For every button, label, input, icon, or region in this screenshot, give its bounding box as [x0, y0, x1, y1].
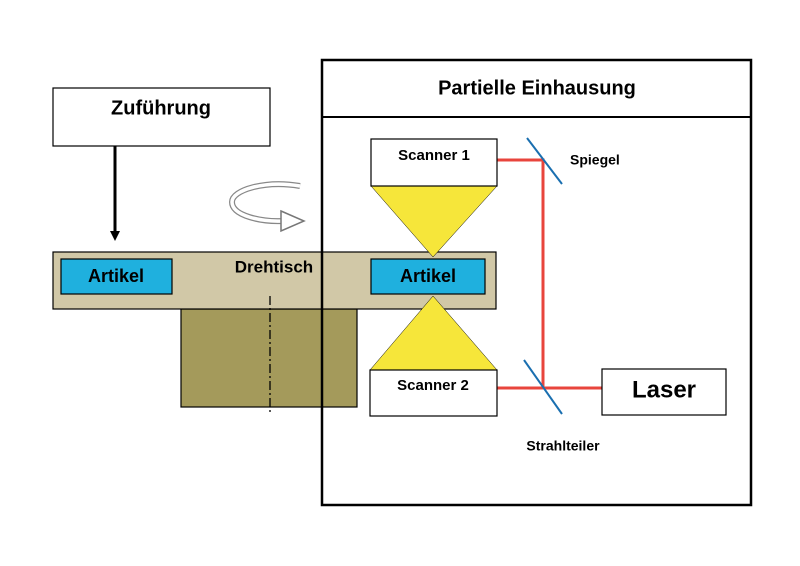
scanner1-box — [370, 138, 498, 187]
laser-beam-path — [497, 158, 602, 390]
enclosure-title: Partielle Einhausung — [438, 77, 636, 99]
beam-splitter-icon — [523, 359, 563, 415]
scanner1-label: Scanner 1 — [398, 147, 470, 164]
scanner2-box — [369, 369, 498, 417]
turntable-label: Drehtisch — [235, 257, 313, 276]
laser-box — [601, 368, 727, 416]
turntable-base — [180, 308, 358, 408]
beam-splitter-label: Strahlteiler — [526, 438, 600, 454]
laser-label: Laser — [632, 376, 696, 403]
scanner2-label: Scanner 2 — [397, 377, 469, 394]
enclosure-box — [320, 58, 753, 507]
article-left — [60, 258, 173, 295]
scanner1-beam-cone — [370, 185, 498, 258]
article-left-label: Artikel — [88, 266, 144, 286]
article-right — [370, 258, 486, 295]
mirror-label: Spiegel — [570, 152, 620, 168]
mirror-icon — [526, 137, 563, 185]
feed-box — [52, 87, 271, 147]
feed-label: Zuführung — [111, 97, 211, 119]
curved-rotation-arrow-icon — [228, 181, 306, 233]
article-right-label: Artikel — [400, 266, 456, 286]
